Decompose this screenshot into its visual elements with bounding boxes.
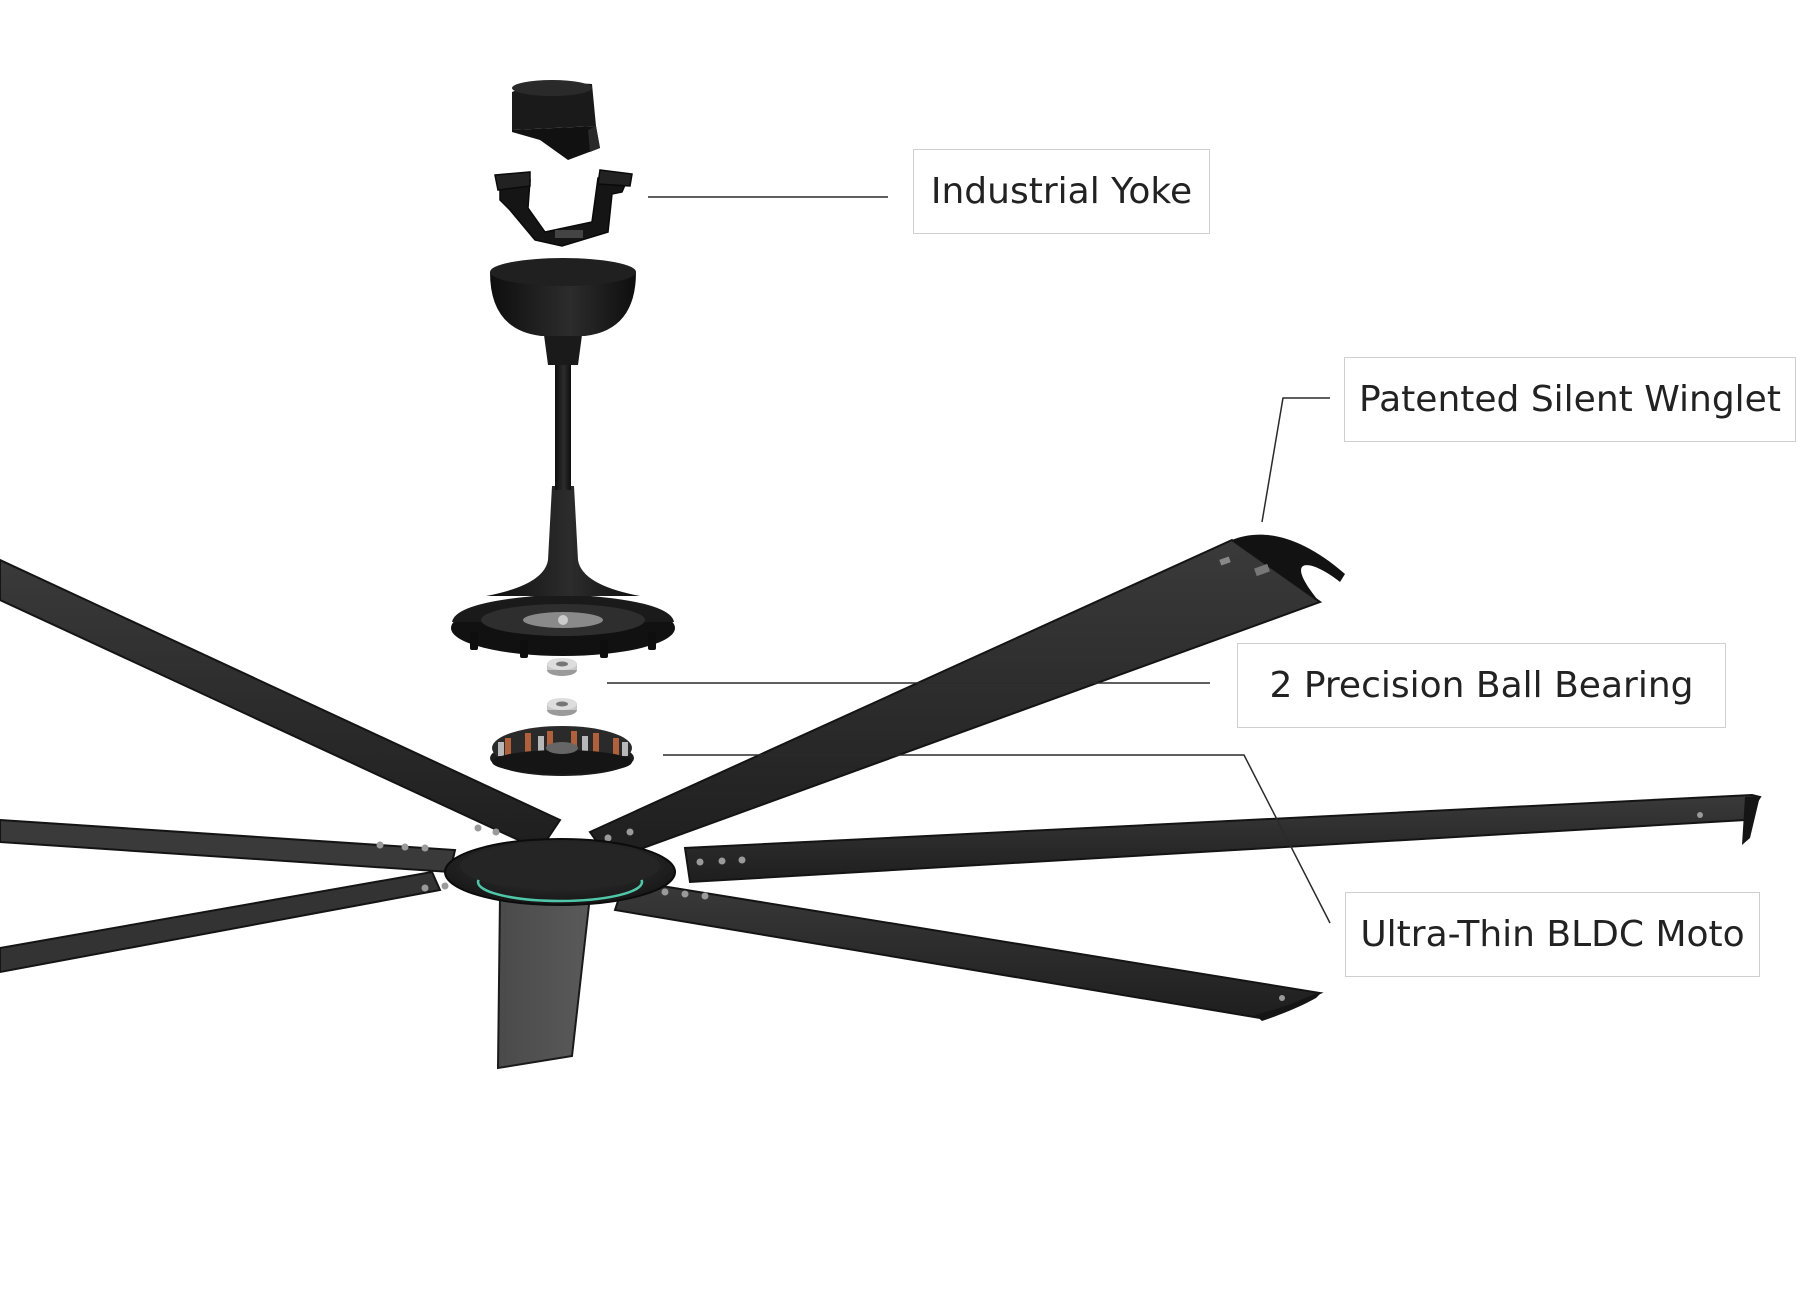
blade-right-long-tip: [1742, 796, 1760, 845]
ball-bearings: [547, 658, 577, 716]
hub-top: [460, 842, 660, 890]
yoke-bracket: [494, 169, 633, 247]
blade-left-lower: [0, 870, 442, 974]
callout-ball-bearing: 2 Precision Ball Bearing: [1237, 643, 1726, 728]
motor-housing: [451, 594, 675, 658]
leader-lines: [607, 196, 1331, 924]
downrod: [555, 360, 571, 490]
blade-upper-right: [588, 538, 1323, 862]
downrod-neck: [486, 486, 640, 596]
winglet-slot: [1219, 556, 1231, 566]
blade-front-down: [496, 895, 592, 1070]
callout-label-yoke: Industrial Yoke: [930, 170, 1193, 212]
downrod-collar: [544, 335, 582, 365]
winglet: [1232, 534, 1345, 600]
mount-block: [512, 80, 600, 160]
callout-label-motor: Ultra-Thin BLDC Moto: [1360, 913, 1745, 955]
winglet-slot: [1254, 563, 1270, 577]
blade-lower-right-tip: [1255, 992, 1322, 1021]
callout-industrial-yoke: Industrial Yoke: [913, 149, 1210, 234]
motor-stator: [490, 726, 634, 776]
blade-left-upper: [0, 818, 457, 874]
leader-line-motor: [663, 754, 1331, 924]
canopy-top: [490, 258, 636, 286]
callout-label-winglet: Patented Silent Winglet: [1359, 378, 1781, 420]
callout-silent-winglet: Patented Silent Winglet: [1344, 357, 1796, 442]
leader-line-winglet: [1261, 397, 1330, 523]
callout-label-bearing: 2 Precision Ball Bearing: [1269, 664, 1694, 706]
blade-rivets: [376, 812, 1703, 1001]
blade-upper-left: [0, 558, 562, 852]
blade-lower-right: [613, 878, 1324, 1020]
callout-bldc-motor: Ultra-Thin BLDC Moto: [1345, 892, 1760, 977]
blade-right-long: [683, 793, 1762, 884]
